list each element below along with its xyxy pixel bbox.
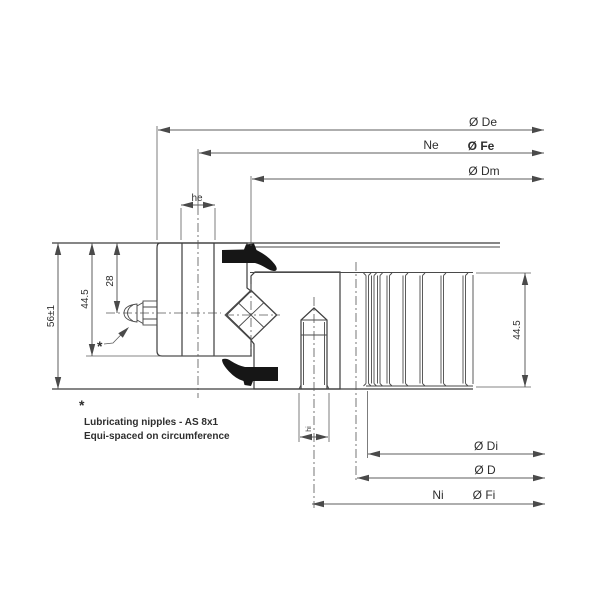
- label-ni: Ni: [432, 488, 443, 502]
- label-hi: hi: [306, 426, 313, 432]
- label-d: Ø D: [474, 463, 496, 477]
- upper-seal: [222, 243, 277, 271]
- label-28: 28: [105, 275, 116, 287]
- label-de: Ø De: [469, 115, 497, 129]
- dimensions: Ø De Ne Ø Fe Ø Dm he 56±1 44.5 28 44.5 h…: [46, 115, 545, 508]
- dimension-lines: [57, 129, 545, 505]
- label-he: he: [191, 193, 203, 204]
- label-fi: Ø Fi: [473, 488, 496, 502]
- label-445-left: 44.5: [80, 289, 91, 309]
- roller-symbol: [224, 284, 280, 352]
- section-geometry: [52, 242, 500, 390]
- footnote-line1: Lubricating nipples - AS 8x1: [84, 417, 219, 428]
- label-56: 56±1: [46, 304, 57, 327]
- grease-nipple: [106, 300, 221, 326]
- footnote-asterisk: *: [79, 397, 85, 413]
- label-di: Ø Di: [474, 439, 498, 453]
- label-ne: Ne: [423, 138, 439, 152]
- label-445-right: 44.5: [512, 320, 523, 340]
- face-lines: [52, 242, 500, 390]
- extension-lines: [156, 126, 531, 508]
- nipple-asterisk: *: [97, 338, 103, 354]
- dimension-labels: Ø De Ne Ø Fe Ø Dm he 56±1 44.5 28 44.5 h…: [46, 115, 523, 502]
- label-fe: Ø Fe: [468, 139, 495, 153]
- footnote: * * Lubricating nipples - AS 8x1 Equi-sp…: [79, 338, 230, 442]
- label-dm: Ø Dm: [468, 164, 499, 178]
- gear-teeth-side-view: [363, 272, 474, 387]
- footnote-line2: Equi-spaced on circumference: [84, 431, 230, 442]
- lower-seal: [222, 358, 278, 386]
